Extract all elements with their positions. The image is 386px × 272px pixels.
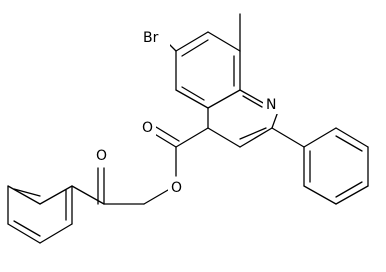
double-bond-inner [13,188,41,197]
bond [239,127,273,148]
carbonyl-oxygen-label: O [142,120,153,136]
bromine-label: Br [143,30,159,46]
bond [207,89,241,109]
label-bg [168,177,184,195]
phenyl-ring-ketone [7,185,73,244]
bond [207,127,241,148]
double-bond-inner [335,135,363,152]
phenacyl-group [71,167,145,205]
bond [175,127,209,148]
ketone-oxygen-label: O [96,148,107,164]
bond [175,31,209,52]
bond [175,89,209,109]
label-bg [140,26,170,46]
double-bond-inner [181,86,205,101]
bond [39,223,73,244]
double-bond-inner [181,39,209,57]
bond [271,127,305,148]
bond [7,185,41,205]
double-bond-inner [239,127,267,140]
bond [335,127,369,148]
phenyl-ring-c2 [271,127,369,205]
bond [335,185,369,205]
atom-labels: Br N O O O [94,26,281,196]
bond [71,185,105,205]
label-bg [263,94,281,114]
ester-group [143,126,209,205]
label-bg [94,146,110,166]
double-bond-inner [13,220,41,237]
benzo-ring [175,31,241,109]
bond [7,223,41,244]
double-bond-inner [242,95,263,108]
bond [239,89,266,105]
bond [143,189,169,205]
bond [303,127,337,148]
bond [39,185,73,205]
bond [303,185,337,205]
double-bond-inner [335,181,363,198]
label-bg [140,118,156,138]
carbonyl-bond-2 [155,126,180,142]
ester-oxygen-label: O [171,180,182,196]
nitrogen-label: N [266,97,276,113]
bond [207,31,241,52]
carbonyl-bond [152,132,177,148]
